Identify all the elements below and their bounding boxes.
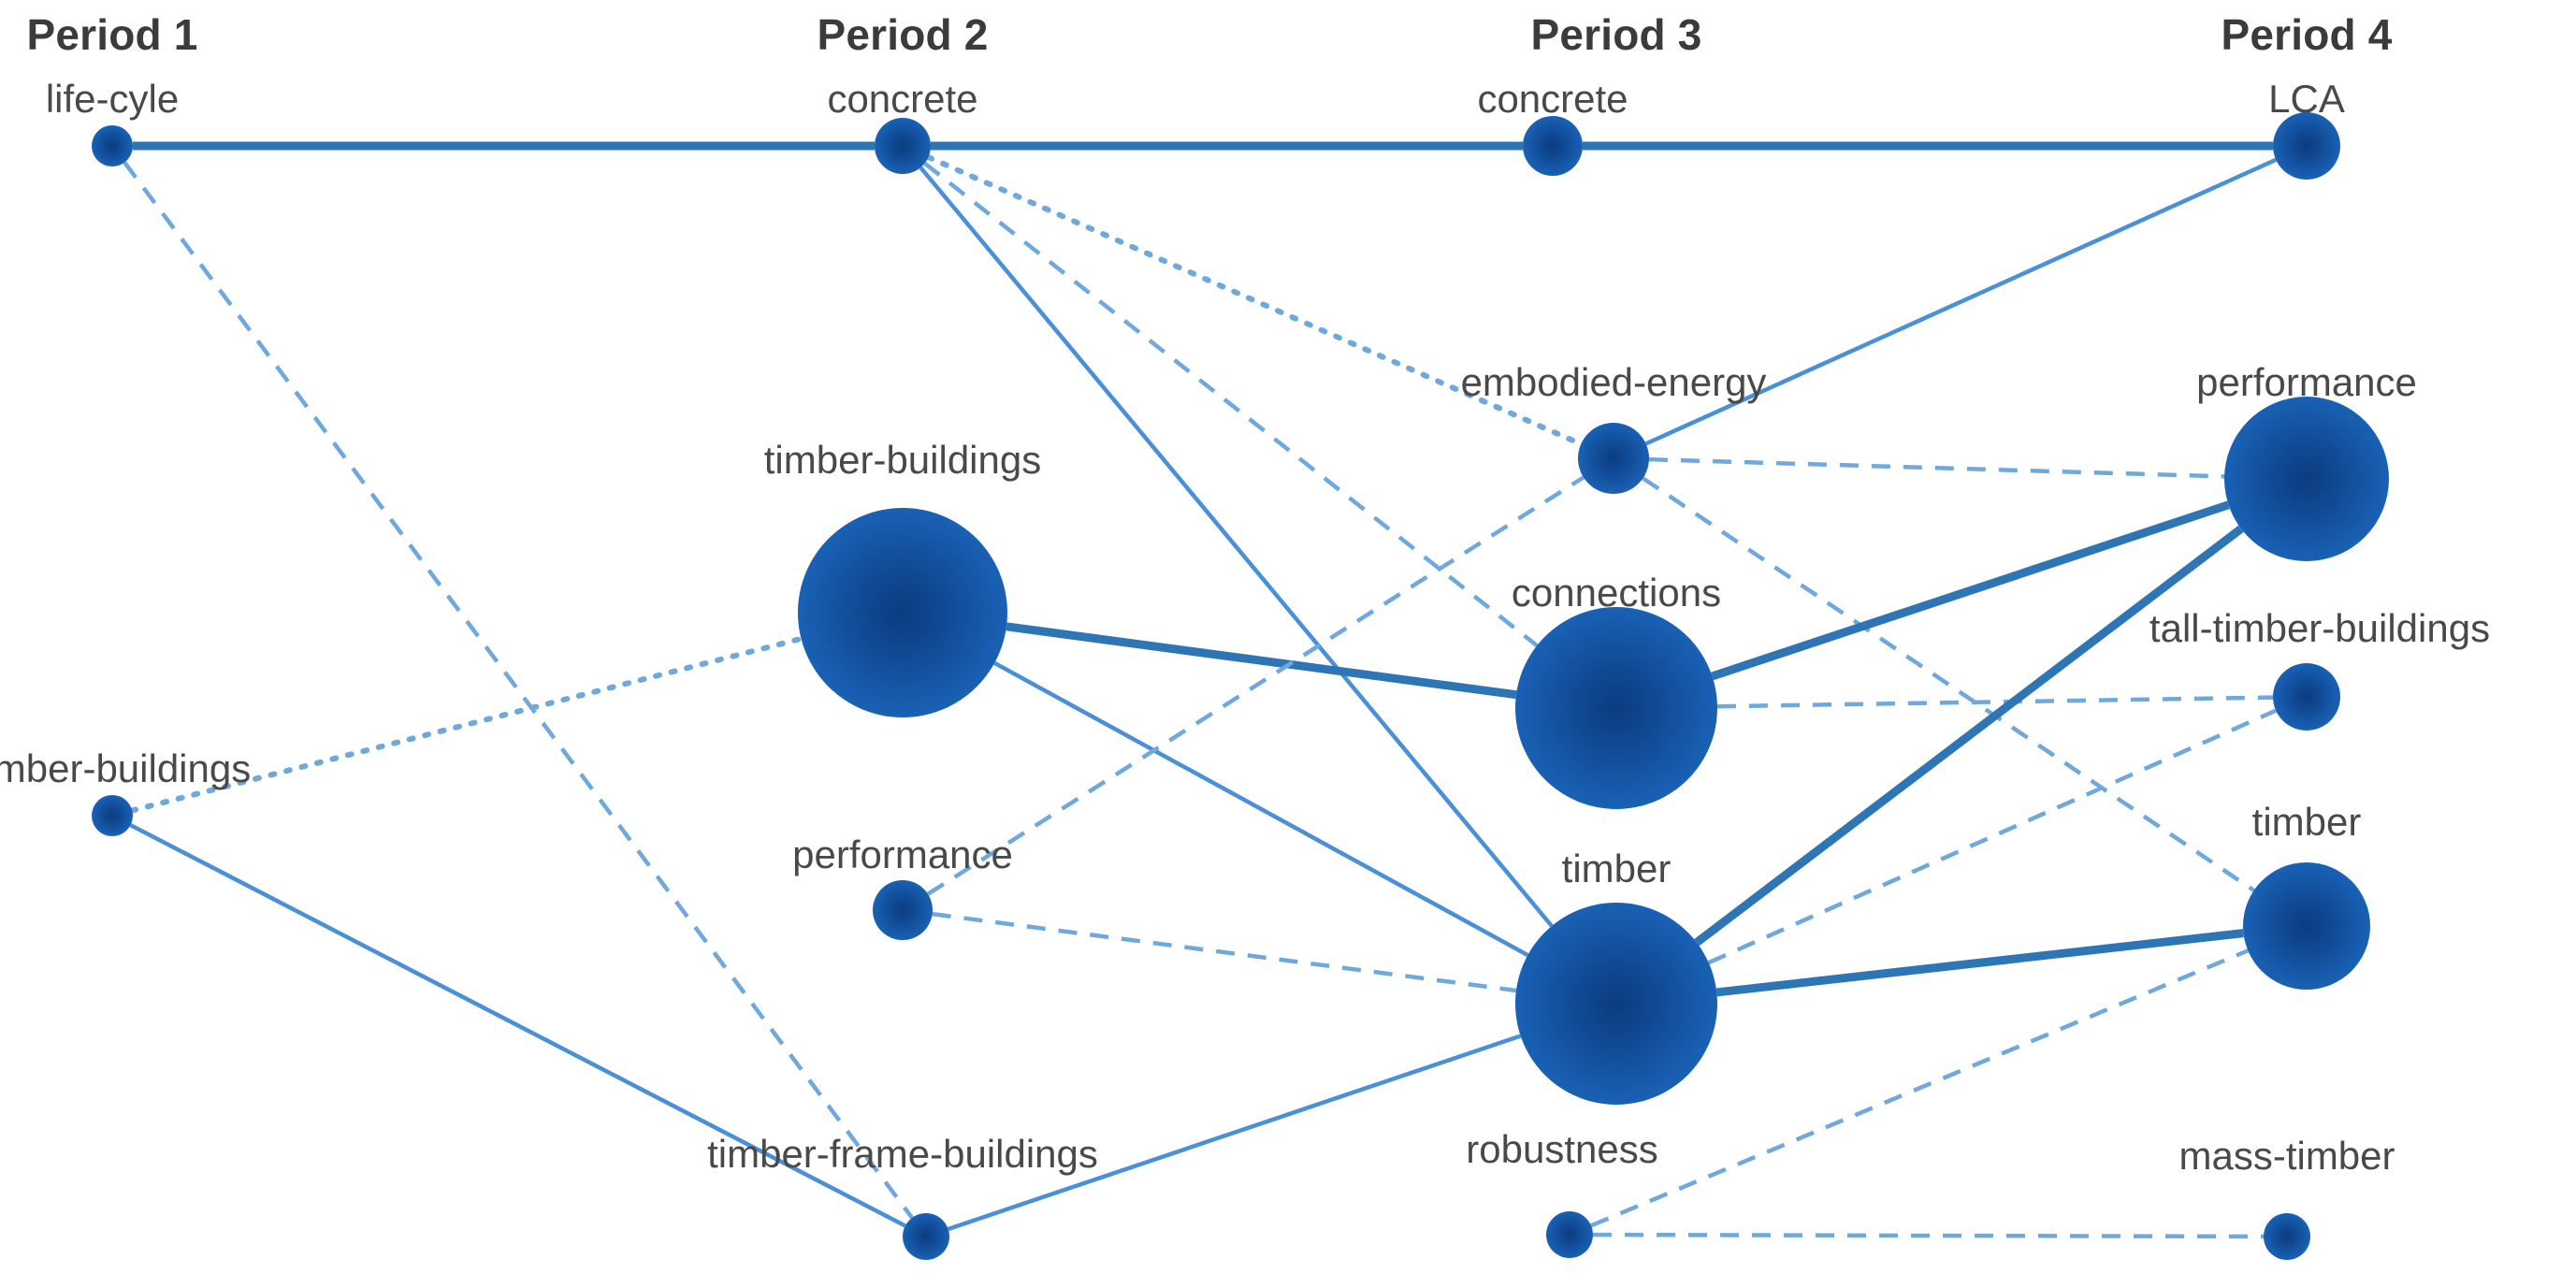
edge-p1-timber-buildings-to-p2-timber-buildings [129,635,804,814]
node-label-p1-life-cyle: life-cyle [45,77,180,121]
period-header-2: Period 2 [817,10,989,59]
edge-p2-timber-frame-buildings-to-p3-timber [947,1034,1522,1232]
node-label-p3-concrete: concrete [1477,77,1628,121]
edge-p2-performance-to-p3-embodied-energy [926,475,1585,896]
node-p4-performance[interactable] [2224,397,2389,561]
edge-p2-timber-buildings-to-p3-timber [993,660,1529,958]
edge-p2-concrete-to-p3-connections [923,161,1539,647]
node-p2-performance[interactable] [873,880,933,940]
node-label-p4-timber: timber [2251,800,2362,844]
node-label-p4-performance: performance [2196,360,2417,404]
node-p2-timber-frame-buildings[interactable] [903,1213,949,1260]
edge-p2-performance-to-p3-timber [932,911,1517,993]
edge-layer [123,141,2278,1239]
node-label-p3-embodied-energy: embodied-energy [1460,360,1767,404]
node-label-p3-connections: connections [1511,571,1722,615]
node-p4-lca[interactable] [2273,112,2340,180]
node-p2-concrete[interactable] [875,118,931,174]
edge-p3-embodied-energy-to-p4-performance [1648,456,2225,479]
node-label-p4-mass-timber: mass-timber [2178,1134,2395,1178]
edge-p3-connections-to-p4-performance [1711,500,2230,681]
period-header-3: Period 3 [1530,10,1702,59]
node-p2-timber-buildings[interactable] [798,508,1007,717]
node-label-p3-robustness: robustness [1466,1127,1658,1171]
node-p3-connections[interactable] [1515,607,1717,809]
edge-p3-connections-to-p4-tall-timber-buildings [1716,695,2274,709]
edge-p3-robustness-to-p4-mass-timber [1592,1232,2265,1239]
period-header-4: Period 4 [2221,10,2393,59]
edge-p3-timber-to-p4-timber [1715,929,2244,997]
node-p3-robustness[interactable] [1546,1211,1593,1258]
node-label-p2-timber-frame-buildings: timber-frame-buildings [707,1132,1098,1176]
edge-p2-concrete-to-p3-embodied-energy [925,154,1585,447]
edge-p3-timber-to-p4-tall-timber-buildings [1707,708,2278,965]
node-p3-embodied-energy[interactable] [1578,423,1649,494]
node-p4-timber[interactable] [2243,862,2370,990]
edge-p3-embodied-energy-to-p4-timber [1642,476,2255,892]
node-p4-tall-timber-buildings[interactable] [2273,663,2340,731]
node-label-p2-concrete: concrete [827,77,978,121]
node-p3-timber[interactable] [1515,903,1717,1105]
node-label-p4-tall-timber-buildings: tall-timber-buildings [2149,606,2491,650]
edge-p3-timber-to-p4-performance [1694,525,2244,947]
edge-p1-timber-buildings-to-p2-timber-frame-buildings [129,823,906,1228]
node-label-p3-timber: timber [1561,847,1672,890]
node-p1-life-cyle[interactable] [92,125,133,166]
node-layer [92,112,2389,1260]
node-p3-concrete[interactable] [1523,116,1583,176]
edge-p2-concrete-to-p3-timber [919,166,1554,928]
edge-p3-embodied-energy-to-p4-lca [1644,157,2278,446]
node-label-p2-timber-buildings: timber-buildings [763,438,1042,482]
node-label-p4-lca: LCA [2268,77,2345,121]
edge-p1-life-cyle-to-p2-timber-frame-buildings [123,161,914,1220]
node-label-p2-performance: performance [792,832,1013,876]
node-p1-timber-buildings[interactable] [92,795,133,836]
edge-p3-robustness-to-p4-timber [1590,948,2250,1228]
node-p4-mass-timber[interactable] [2264,1213,2310,1260]
node-label-p1-timber-buildings: timber-buildings [0,746,252,790]
edge-p2-timber-buildings-to-p3-connections [1006,622,1517,700]
period-header-1: Period 1 [26,10,198,59]
